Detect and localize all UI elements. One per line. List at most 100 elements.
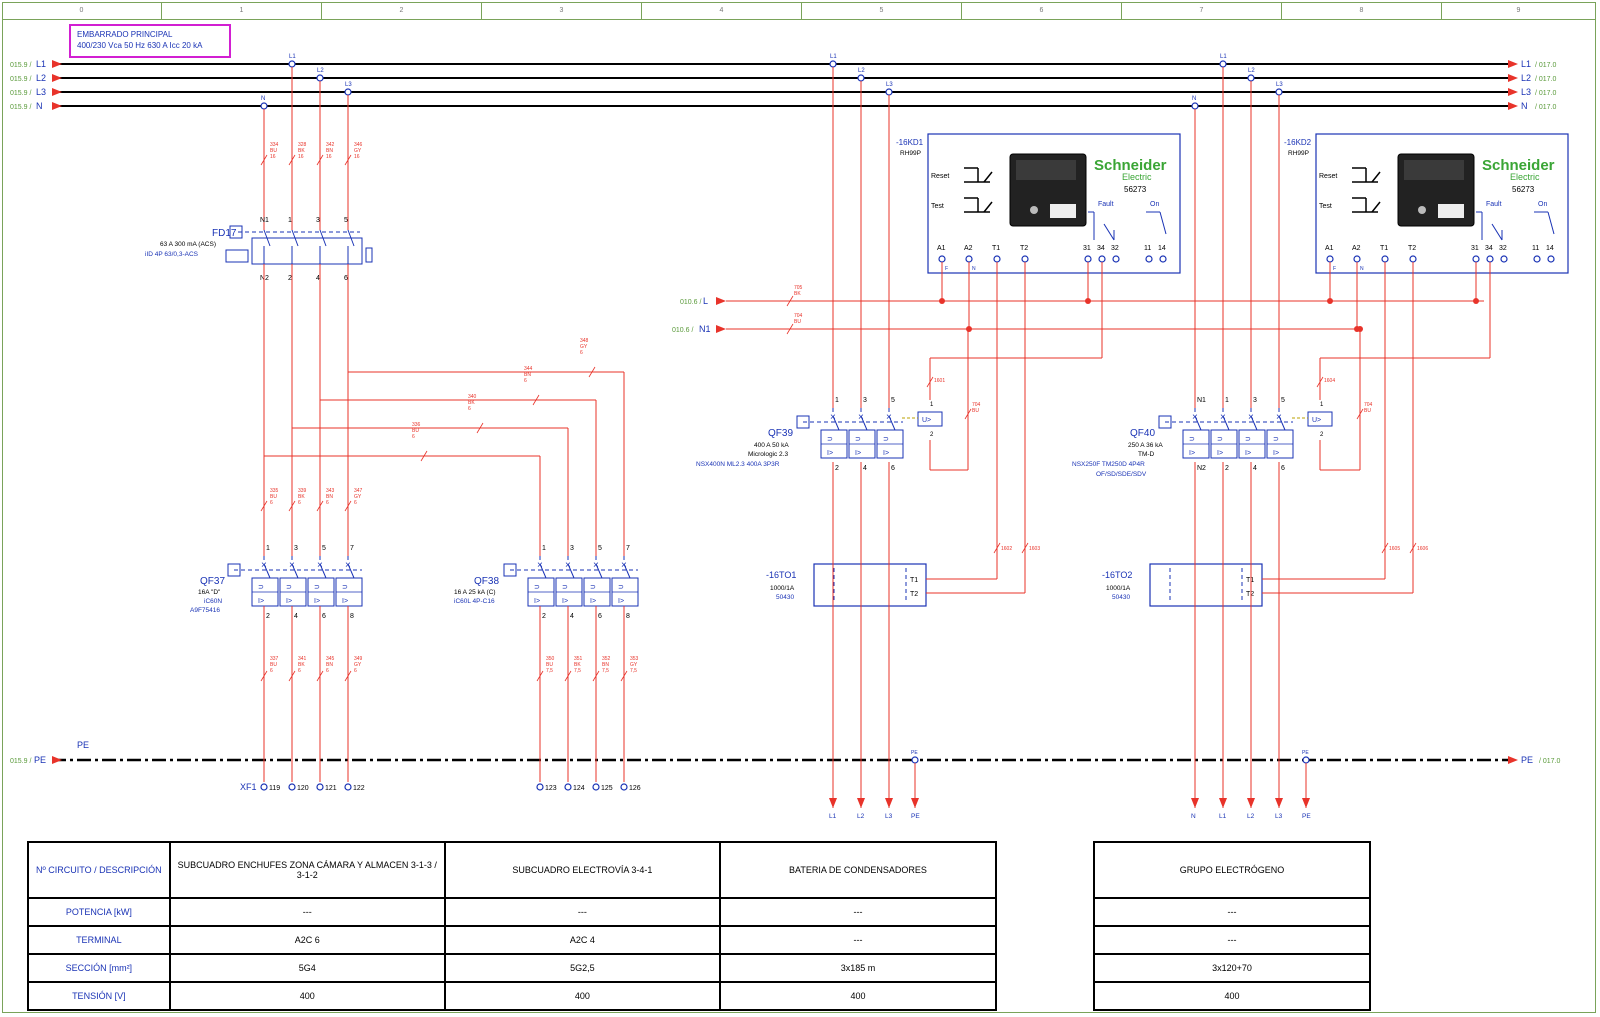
kd1-device-dial <box>1030 206 1038 214</box>
qf37-contact <box>263 563 271 579</box>
wire-color: BU <box>270 494 277 500</box>
kd2-terminal-label: 14 <box>1546 245 1554 252</box>
qf40-magnetic-icon: I> <box>1189 450 1195 457</box>
xf1-feed-tick <box>316 670 324 682</box>
xf1-feed-tick <box>564 670 572 682</box>
to1-t1-label: T1 <box>910 577 918 584</box>
qf40-out-label: L3 <box>1275 813 1283 820</box>
bus-tap-node <box>885 88 893 96</box>
qf40-model: NSX250F TM250D 4P4R <box>1072 461 1145 468</box>
bus-arrow-left <box>52 102 62 110</box>
column-label: 7 <box>1122 2 1282 20</box>
qf38-thermal-icon: ⊃ <box>590 584 596 591</box>
kd1-tag: -16KD1 <box>896 138 924 147</box>
column-label: 4 <box>642 2 802 20</box>
kd1-contact-symbol <box>1159 211 1167 235</box>
bus-arrow-left <box>52 60 62 68</box>
kd2-device-dial <box>1418 206 1426 214</box>
xf1-feed-wire-number: 341 <box>298 656 307 662</box>
bus-label-right: N <box>1521 101 1528 111</box>
qf39-contact-icon: × <box>830 412 836 423</box>
kd1-terminal-label: A2 <box>964 245 973 252</box>
table-header-circuit: SUBCUADRO ELECTROVÍA 3-4-1 <box>443 841 721 899</box>
pe-ref-right: / 017.0 <box>1539 758 1561 765</box>
table-cell: --- <box>718 897 998 927</box>
qf38-bottom-terminal: 8 <box>626 613 630 620</box>
qf39-trip-unit: Micrologic 2.3 <box>748 451 788 458</box>
column-label: 0 <box>2 2 162 20</box>
wire-section: 6 <box>326 500 329 506</box>
xf1-feed-wire-number: 353 <box>630 656 639 662</box>
xf1-terminal-number: 126 <box>629 785 641 792</box>
xf1-feed-tick <box>288 670 296 682</box>
table-cell: 400 <box>443 981 721 1011</box>
pe-node-label: PE <box>911 750 918 756</box>
kd2-terminal-label: 31 <box>1471 245 1479 252</box>
branch-tick <box>420 450 428 462</box>
kd2-terminal <box>1500 255 1508 263</box>
qf40-thermal-icon: ⊃ <box>1217 436 1223 443</box>
wire-color: BN <box>326 662 333 668</box>
bus-label-right: L2 <box>1521 73 1531 83</box>
bus-tap-label: N <box>261 96 265 102</box>
qf40-out-arrow <box>1191 798 1199 808</box>
to1-ratio: 1000/1A <box>770 585 795 592</box>
qf38-magnetic-icon: I> <box>534 598 540 605</box>
bus-label-right: L1 <box>1521 59 1531 69</box>
qf37-in-wire-number: 339 <box>298 488 307 494</box>
kd2-fault-label: Fault <box>1486 201 1502 208</box>
bus-tap-label: L1 <box>289 54 296 60</box>
kd1-button-symbol <box>983 201 993 213</box>
qf40-uv-terminal-1: 1 <box>1320 402 1324 408</box>
junction-dot <box>1085 298 1091 304</box>
xf1-terminal-number: 119 <box>269 785 280 792</box>
xf1-feed-wire-number: 352 <box>602 656 611 662</box>
table-row-label: TENSIÓN [V] <box>27 981 171 1011</box>
qf37-in-tick <box>260 500 268 512</box>
kd1-terminal-label: 32 <box>1111 245 1119 252</box>
xf1-feed-tick <box>536 670 544 682</box>
bus-ref-left: 015.9 / <box>10 62 31 69</box>
bus-tap-node <box>316 74 324 82</box>
fd17-body <box>251 237 363 265</box>
qf39-out-label: L1 <box>829 813 837 820</box>
wire-section: 6 <box>270 668 273 674</box>
pe-arrow-right <box>1508 756 1518 764</box>
column-label: 9 <box>1442 2 1596 20</box>
fd17-top-terminal: 1 <box>288 217 292 224</box>
kd1-terminal <box>1112 255 1120 263</box>
kd1-terminal <box>1145 255 1153 263</box>
qf38-tag: QF38 <box>474 576 499 587</box>
qf38-contact <box>539 563 547 579</box>
bus-tap-node <box>260 102 268 110</box>
column-label: 1 <box>162 2 322 20</box>
table-cell: 400 <box>168 981 446 1011</box>
qf38-top-terminal: 5 <box>598 545 602 552</box>
qf37-ref: A9F75416 <box>190 607 220 614</box>
wire-section: 6 <box>524 378 527 384</box>
bus-tap-node <box>1219 60 1227 68</box>
to2-t2-wire-number: 1606 <box>1417 546 1428 552</box>
kd1-on-label: On <box>1150 201 1159 208</box>
column-label: 5 <box>802 2 962 20</box>
bus-tap-label: L1 <box>1220 54 1227 60</box>
kd1-model: RH99P <box>900 150 921 157</box>
pe-node <box>1302 756 1310 764</box>
qf38-contact-icon: × <box>621 560 627 571</box>
to1-tag: -16TO1 <box>766 570 796 580</box>
wire-color: BN <box>602 662 609 668</box>
ctrl-n-arrow <box>716 325 726 333</box>
fd17-rcd-icon <box>225 249 249 263</box>
table-row-label: SECCIÓN [mm²] <box>27 953 171 983</box>
wire-color: BU <box>270 662 277 668</box>
kd1-reset-label: Reset <box>931 173 949 180</box>
bus-tap-label: N <box>1192 96 1196 102</box>
qf40-bottom-terminal: 6 <box>1281 465 1285 472</box>
kd2-model: RH99P <box>1288 150 1309 157</box>
qf40-top-terminal: 1 <box>1225 397 1229 404</box>
kd2-tag: -16KD2 <box>1284 138 1312 147</box>
to1-ref: 50430 <box>776 594 794 601</box>
kd1-terminal-label: T1 <box>992 245 1000 252</box>
